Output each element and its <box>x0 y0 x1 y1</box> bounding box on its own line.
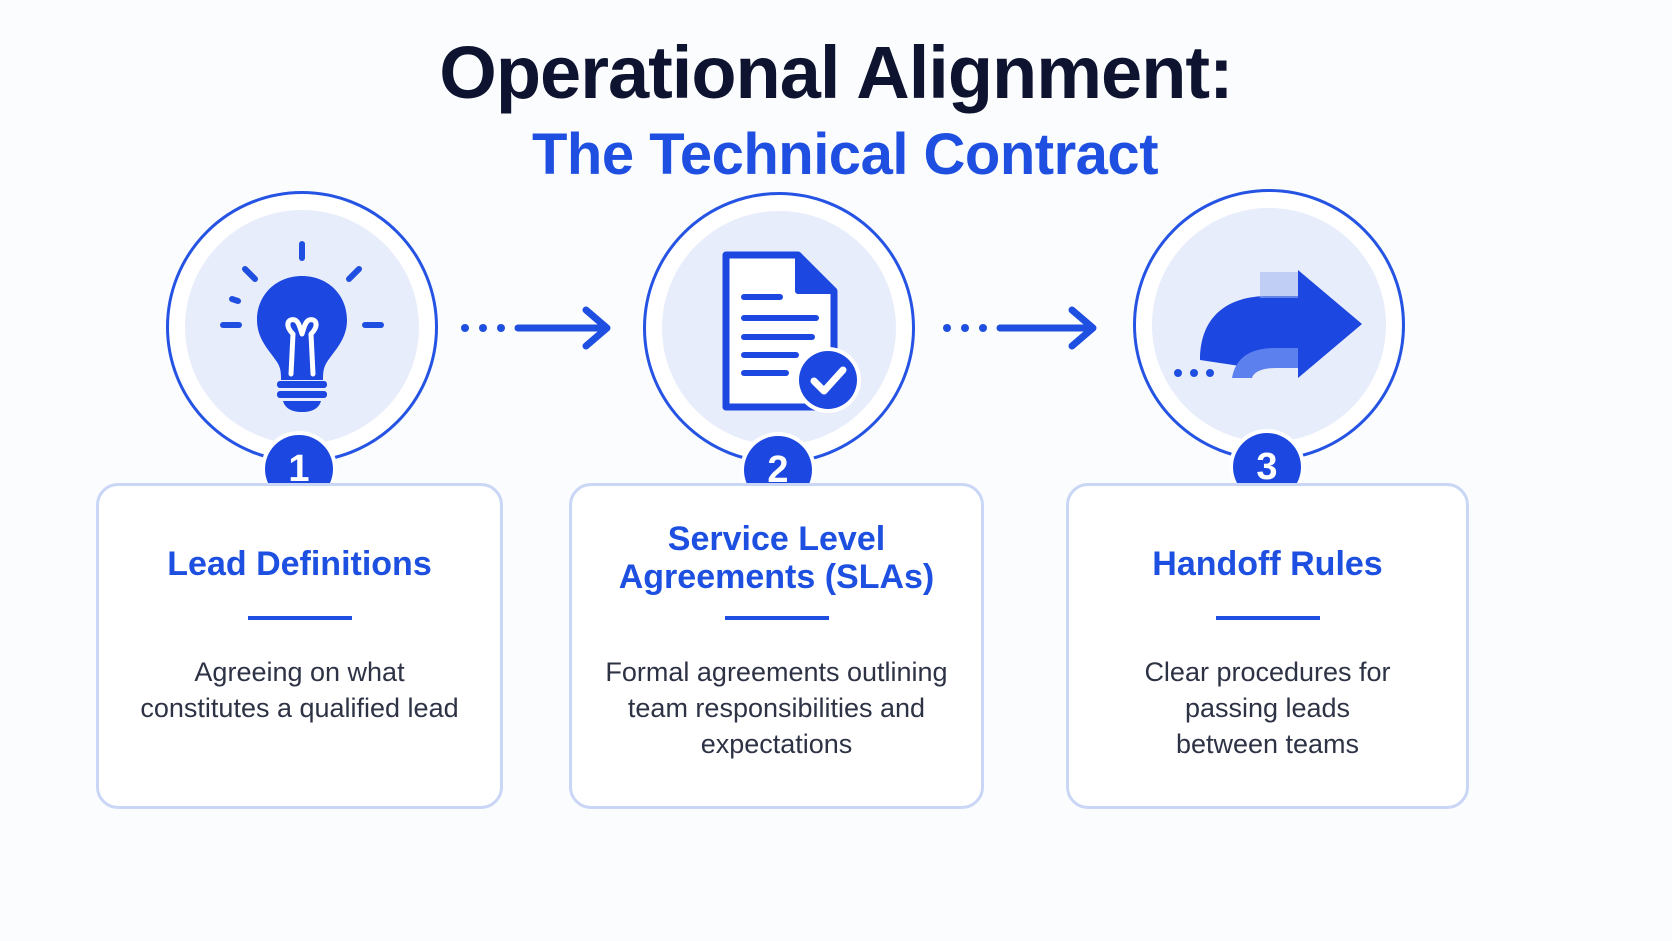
step-2-icon-circle <box>643 192 915 464</box>
lightbulb-icon <box>220 241 384 412</box>
step-1-icon-circle <box>166 191 438 463</box>
step-2-card: Service Level Agreements (SLAs) Formal a… <box>569 483 984 809</box>
step-3-icon-circle <box>1133 189 1405 461</box>
handoff-arrow-icon <box>1174 270 1362 378</box>
step-2-title: Service Level Agreements (SLAs) <box>618 520 935 596</box>
step-3-title: Handoff Rules <box>1152 545 1383 583</box>
step-3-card: Handoff Rules Clear procedures for passi… <box>1066 483 1469 809</box>
step-2-description: Formal agreements outlining team respons… <box>605 657 948 759</box>
step-3-description: Clear procedures for passing leads betwe… <box>1144 657 1391 759</box>
step-2-divider <box>724 616 829 620</box>
step-1-divider <box>247 616 352 620</box>
flow-arrow-1-icon <box>461 306 611 350</box>
page-title: Operational Alignment: <box>439 31 1233 114</box>
document-check-icon <box>722 251 861 413</box>
step-3-divider <box>1215 616 1320 620</box>
step-1-card: Lead Definitions Agreeing on what consti… <box>96 483 503 809</box>
flow-arrow-2-icon <box>943 306 1097 350</box>
step-1-description: Agreeing on what constitutes a qualified… <box>140 657 459 723</box>
step-1-title: Lead Definitions <box>167 545 432 583</box>
page-subtitle: The Technical Contract <box>531 122 1159 187</box>
